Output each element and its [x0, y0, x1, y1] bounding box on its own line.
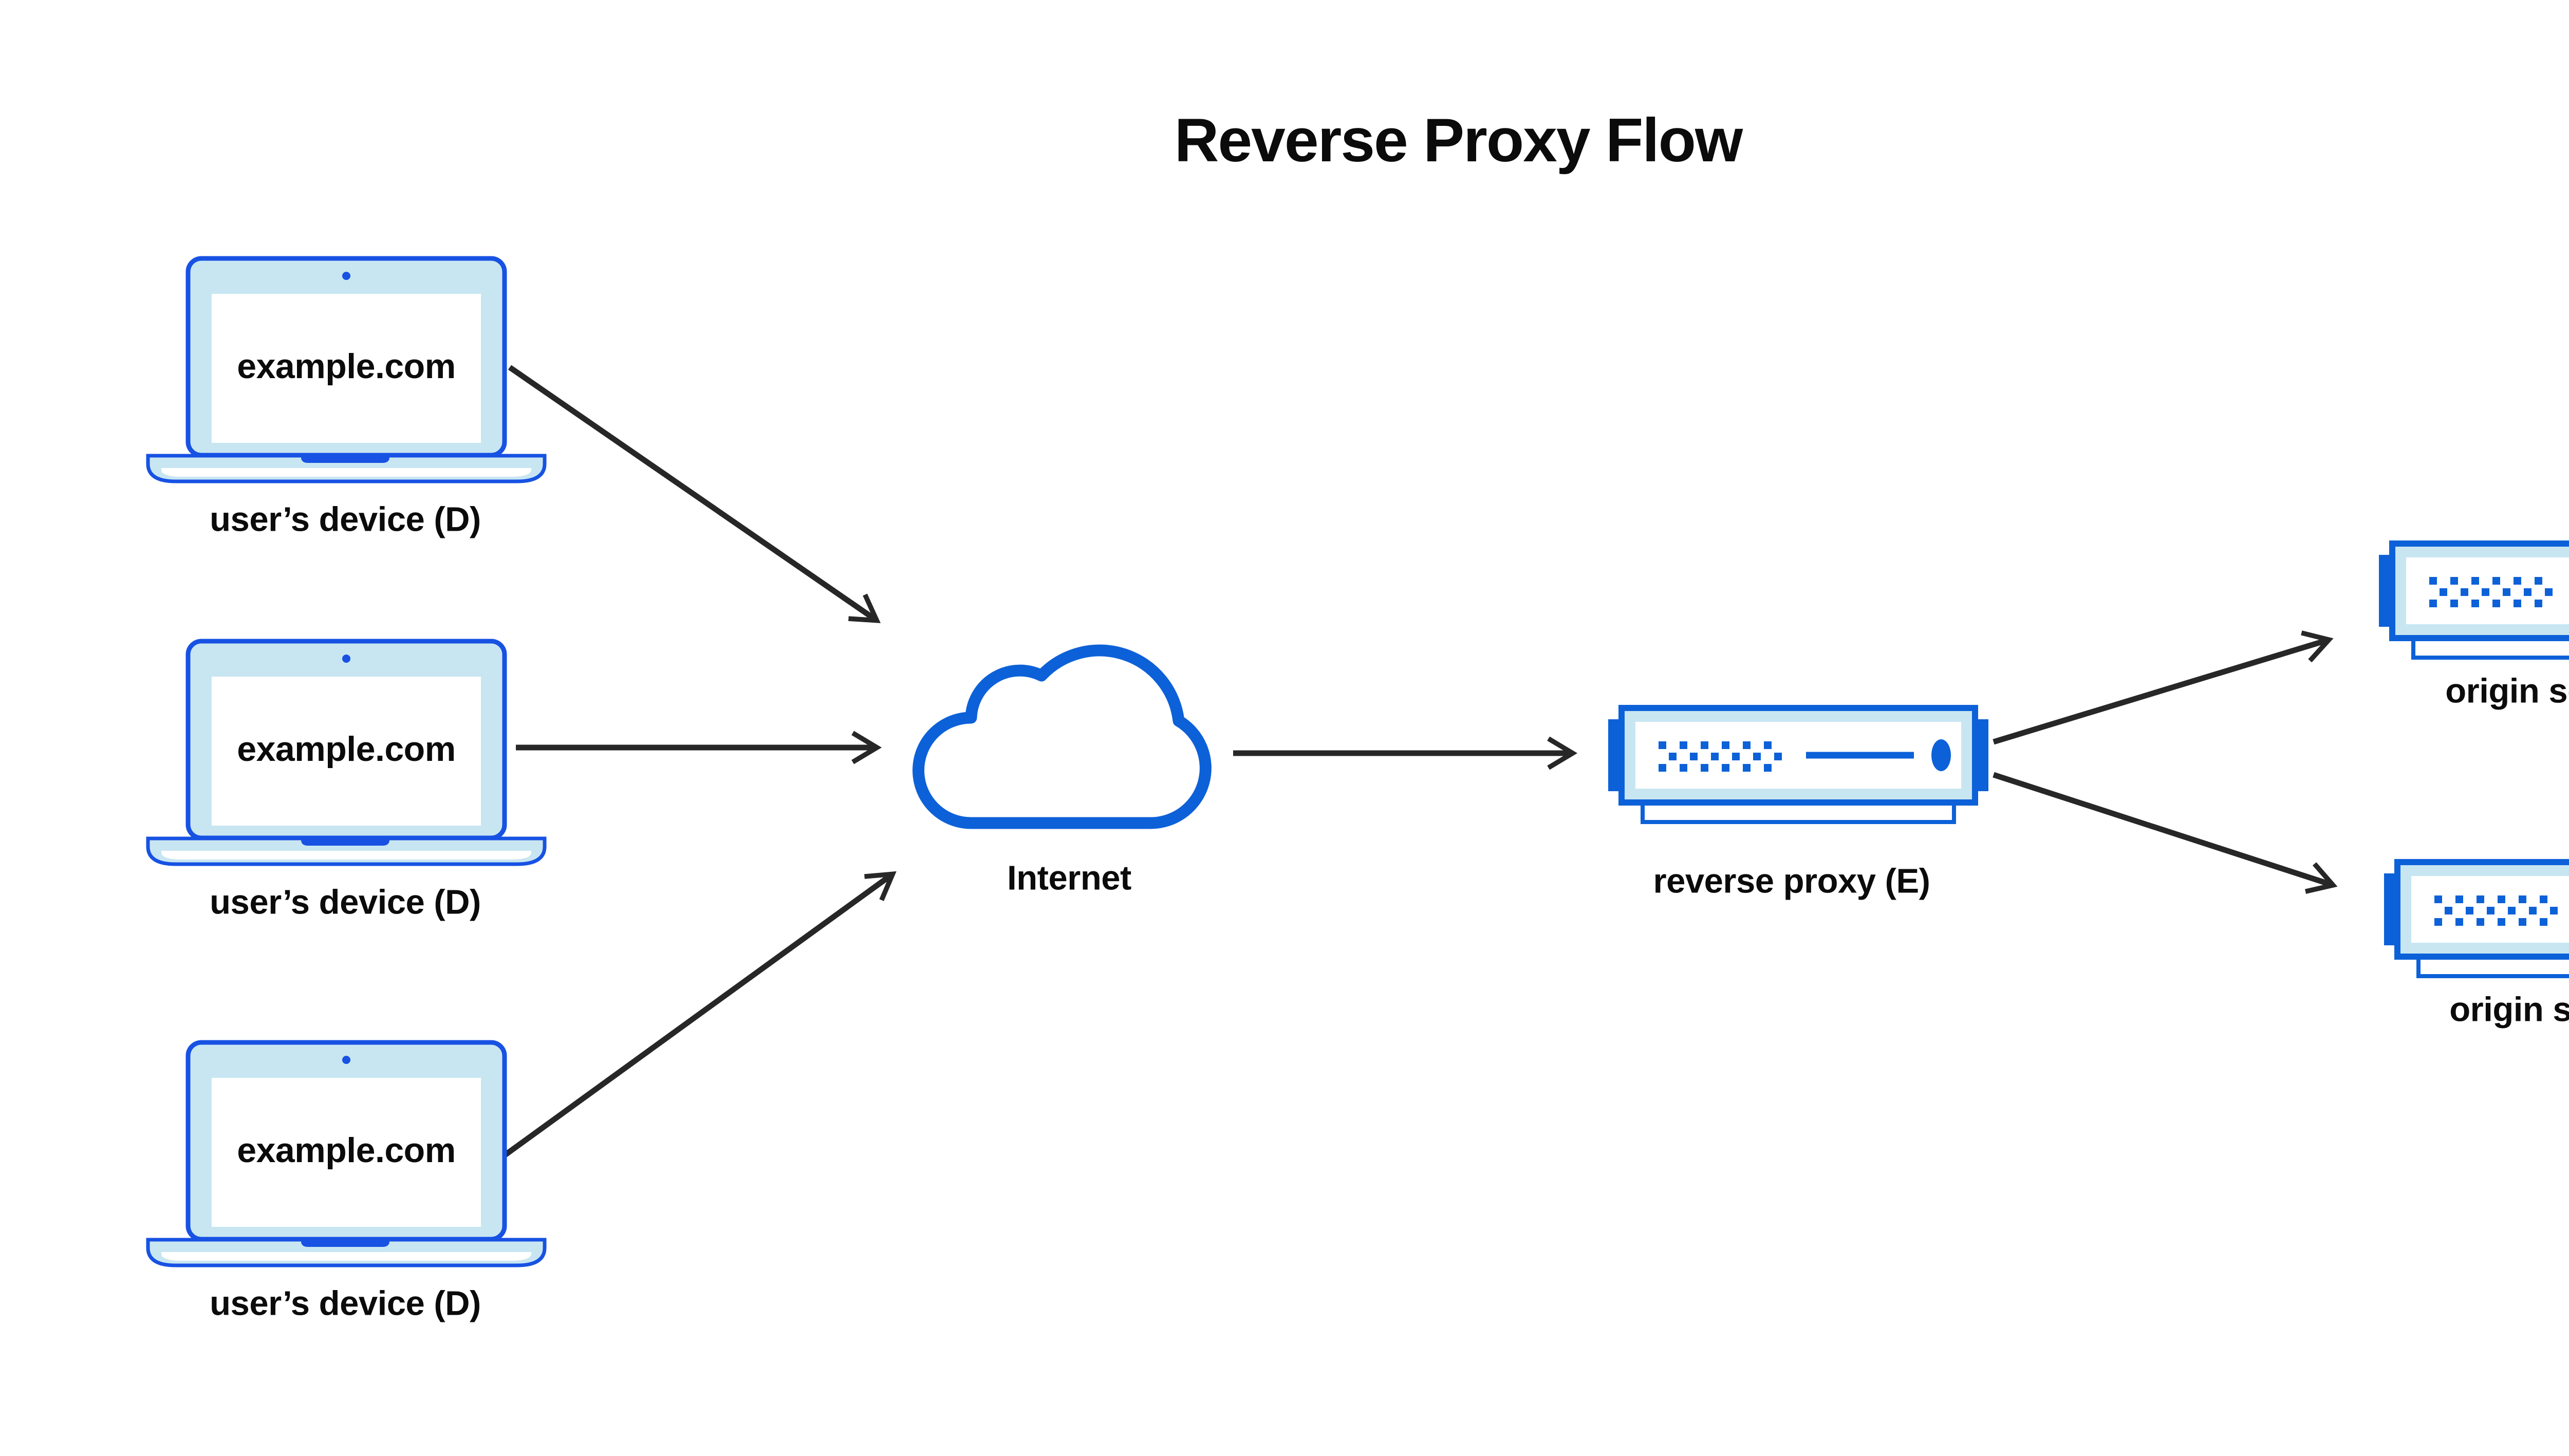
origin-server-1-label: origin server (F) — [2445, 671, 2569, 710]
device3-caption: user’s device (D) — [210, 1284, 481, 1322]
user-device-3: example.com user’s device (D) — [148, 1042, 545, 1322]
device1-screen-url: example.com — [237, 347, 455, 386]
device3-screen-url: example.com — [237, 1131, 455, 1170]
server-icon — [2379, 544, 2569, 658]
arrow-device1-to-internet — [508, 365, 881, 623]
arrow-device3-to-internet — [497, 871, 897, 1162]
user-device-1: example.com user’s device (D) — [148, 258, 545, 538]
cloud-icon — [913, 644, 1212, 829]
origin-server-2-label: origin server (F) — [2449, 990, 2569, 1029]
origin-server-2-node: origin server (F) — [2384, 862, 2569, 1029]
device2-caption: user’s device (D) — [210, 883, 481, 921]
internet-label: Internet — [1007, 858, 1131, 897]
server-icon — [1608, 708, 1988, 822]
internet-node: Internet — [913, 644, 1212, 897]
server-icon — [2384, 862, 2569, 976]
user-device-2: example.com user’s device (D) — [148, 641, 545, 921]
page-title: Reverse Proxy Flow — [1175, 106, 1743, 175]
device2-screen-url: example.com — [237, 730, 455, 769]
device1-caption: user’s device (D) — [210, 500, 481, 538]
arrow-proxy-to-origin1 — [1993, 630, 2334, 745]
reverse-proxy-node: reverse proxy (E) — [1608, 708, 1988, 900]
arrow-proxy-to-origin2 — [1993, 772, 2338, 894]
reverse-proxy-label: reverse proxy (E) — [1653, 862, 1930, 900]
edges — [497, 365, 2338, 1162]
origin-server-1-node: origin server (F) — [2379, 544, 2569, 710]
